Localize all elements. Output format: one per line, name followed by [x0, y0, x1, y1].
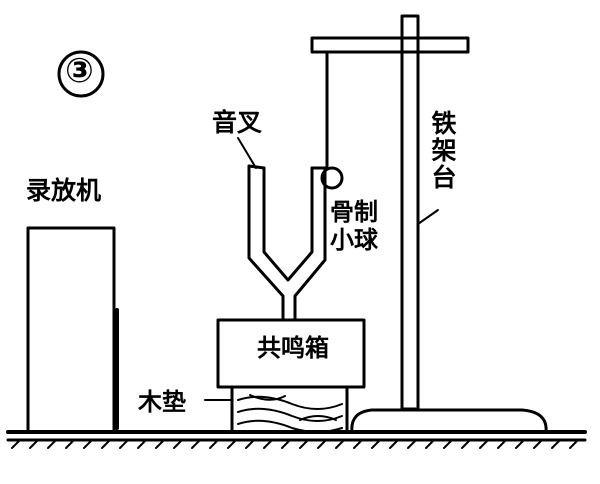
- small-ball: [322, 168, 342, 188]
- tuning-fork: [249, 166, 325, 320]
- iron-stand-pointer: [418, 210, 438, 224]
- figure-number: ③: [65, 51, 94, 91]
- iron-stand: [312, 16, 546, 432]
- tuning-fork-pointer: [238, 138, 256, 168]
- label-iron-stand: 铁架台: [428, 110, 457, 191]
- tape-recorder: [28, 228, 117, 432]
- label-resonance-box: 共鸣箱: [257, 334, 329, 362]
- label-tuning-fork: 音叉: [212, 108, 263, 137]
- label-wood-pad: 木垫: [138, 388, 186, 416]
- wood-pad: [232, 387, 347, 432]
- resonance-box: [218, 320, 364, 387]
- figure-number-circle: [59, 52, 103, 96]
- label-small-ball-line1: 骨制: [330, 198, 378, 226]
- label-tape-recorder: 录放机: [26, 176, 102, 205]
- label-small-ball-line2: 小球: [330, 226, 378, 254]
- ground: [8, 432, 585, 448]
